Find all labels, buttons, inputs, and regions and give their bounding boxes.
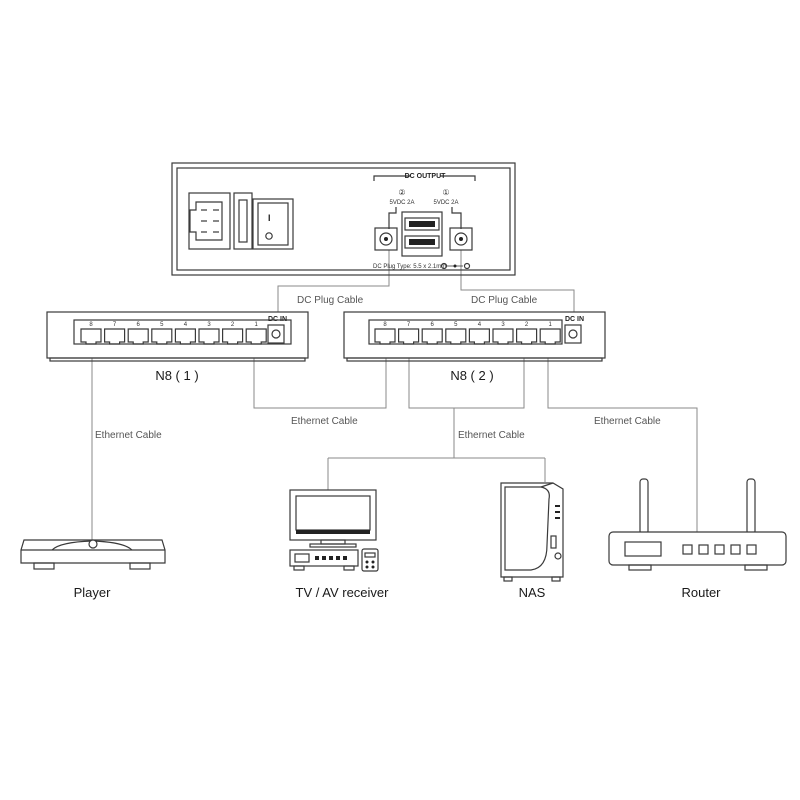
fuse-block-icon	[233, 192, 253, 250]
ethernet-port-7: 7	[398, 322, 420, 345]
ethernet-cable-router	[547, 342, 698, 532]
port-number: 5	[160, 322, 164, 328]
nas-label: NAS	[519, 585, 546, 600]
dc-plug-symbol-icon	[440, 262, 471, 270]
dc-port-2-rating: 5VDC 2A	[389, 200, 414, 206]
ethernet-cable-player-label: Ethernet Cable	[95, 430, 162, 441]
power-switch-icon: I	[252, 198, 294, 250]
dc-plug-cable-left-label: DC Plug Cable	[297, 295, 364, 306]
dc-plug-type: DC Plug Type: 5.5 x 2.1mm	[373, 264, 446, 270]
ethernet-port-1: 1	[245, 322, 267, 345]
nas-icon	[500, 482, 564, 582]
ethernet-cable-devices	[327, 342, 546, 490]
switch-n8-1: 8 7 6 5 4 3 2 1 DC IN N8 ( 1 )	[46, 311, 309, 383]
tv-av-label: TV / AV receiver	[296, 585, 390, 600]
dc-jack-2-icon	[374, 227, 398, 251]
switch-n8-2-label: N8 ( 2 )	[450, 368, 493, 383]
port-number: 5	[454, 322, 458, 328]
tv-av-device: TV / AV receiver	[289, 489, 390, 600]
power-unit: I DC OUTPUT ② 5VDC 2A ① 5VDC 2A	[171, 162, 516, 276]
port-number: 1	[255, 322, 259, 328]
switch-n8-1-label: N8 ( 1 )	[155, 368, 198, 383]
av-receiver-icon	[289, 549, 359, 571]
player-device: Player	[20, 539, 166, 600]
port-number: 4	[184, 322, 188, 328]
dc-port-1-mark: ①	[442, 188, 449, 197]
port-number: 1	[549, 322, 553, 328]
ethernet-port-7: 7	[104, 322, 126, 345]
dc-output-group: DC OUTPUT ② 5VDC 2A ① 5VDC 2A	[373, 170, 476, 270]
nas-device: NAS	[500, 482, 564, 600]
port-number: 8	[89, 322, 93, 328]
dc-output-title: DC OUTPUT	[405, 173, 447, 180]
ethernet-port-2: 2	[516, 322, 538, 345]
ethernet-port-8: 8	[374, 322, 396, 345]
port-number: 6	[137, 322, 141, 328]
ethernet-cable-switch-link	[253, 342, 387, 409]
remote-control-icon	[361, 548, 379, 572]
router-icon	[608, 478, 787, 571]
port-number: 3	[501, 322, 505, 328]
port-number: 6	[431, 322, 435, 328]
dc-plug-cable-right	[460, 250, 575, 318]
power-switch-on-mark: I	[268, 213, 271, 223]
dc-plug-cable-left	[277, 250, 390, 318]
power-unit-panel	[176, 167, 511, 271]
port-number: 7	[407, 322, 411, 328]
ethernet-cable-switch-link-label: Ethernet Cable	[291, 416, 358, 427]
ethernet-port-5: 5	[151, 322, 173, 345]
ethernet-port-1: 1	[539, 322, 561, 345]
usb-ports-icon	[401, 211, 443, 257]
dc-port-2-mark: ②	[398, 188, 405, 197]
ethernet-port-6: 6	[127, 322, 149, 345]
dc-plug-cable-right-label: DC Plug Cable	[471, 295, 538, 306]
player-icon	[20, 539, 166, 570]
port-number: 2	[525, 322, 529, 328]
power-unit-body	[171, 162, 516, 276]
switch-n8-2: 8 7 6 5 4 3 2 1 DC IN N8 ( 2 )	[343, 311, 606, 383]
cables	[91, 250, 698, 540]
switch-n8-1-dc-jack-icon	[267, 324, 285, 344]
ethernet-port-4: 4	[174, 322, 196, 345]
ethernet-port-8: 8	[80, 322, 102, 345]
player-label: Player	[74, 585, 112, 600]
cable-labels: DC Plug Cable DC Plug Cable Ethernet Cab…	[95, 295, 661, 441]
port-number: 4	[478, 322, 482, 328]
router-device: Router	[608, 478, 787, 600]
switch-n8-1-dc-in-label: DC IN	[268, 316, 287, 323]
router-label: Router	[681, 585, 721, 600]
switch-n8-2-dc-jack-icon	[564, 324, 582, 344]
ethernet-port-2: 2	[222, 322, 244, 345]
dc-jack-1-icon	[449, 227, 473, 251]
ethernet-port-3: 3	[492, 322, 514, 345]
port-number: 8	[383, 322, 387, 328]
ethernet-port-6: 6	[421, 322, 443, 345]
ethernet-port-3: 3	[198, 322, 220, 345]
ac-inlet-icon	[188, 192, 231, 250]
switch-n8-2-dc-in-label: DC IN	[565, 316, 584, 323]
port-number: 2	[231, 322, 235, 328]
tv-icon	[289, 489, 377, 548]
ethernet-cable-devices-label: Ethernet Cable	[458, 430, 525, 441]
port-number: 7	[113, 322, 117, 328]
dc-port-1-rating: 5VDC 2A	[433, 200, 458, 206]
ethernet-cable-router-label: Ethernet Cable	[594, 416, 661, 427]
port-number: 3	[207, 322, 211, 328]
ethernet-port-5: 5	[445, 322, 467, 345]
ethernet-port-4: 4	[468, 322, 490, 345]
